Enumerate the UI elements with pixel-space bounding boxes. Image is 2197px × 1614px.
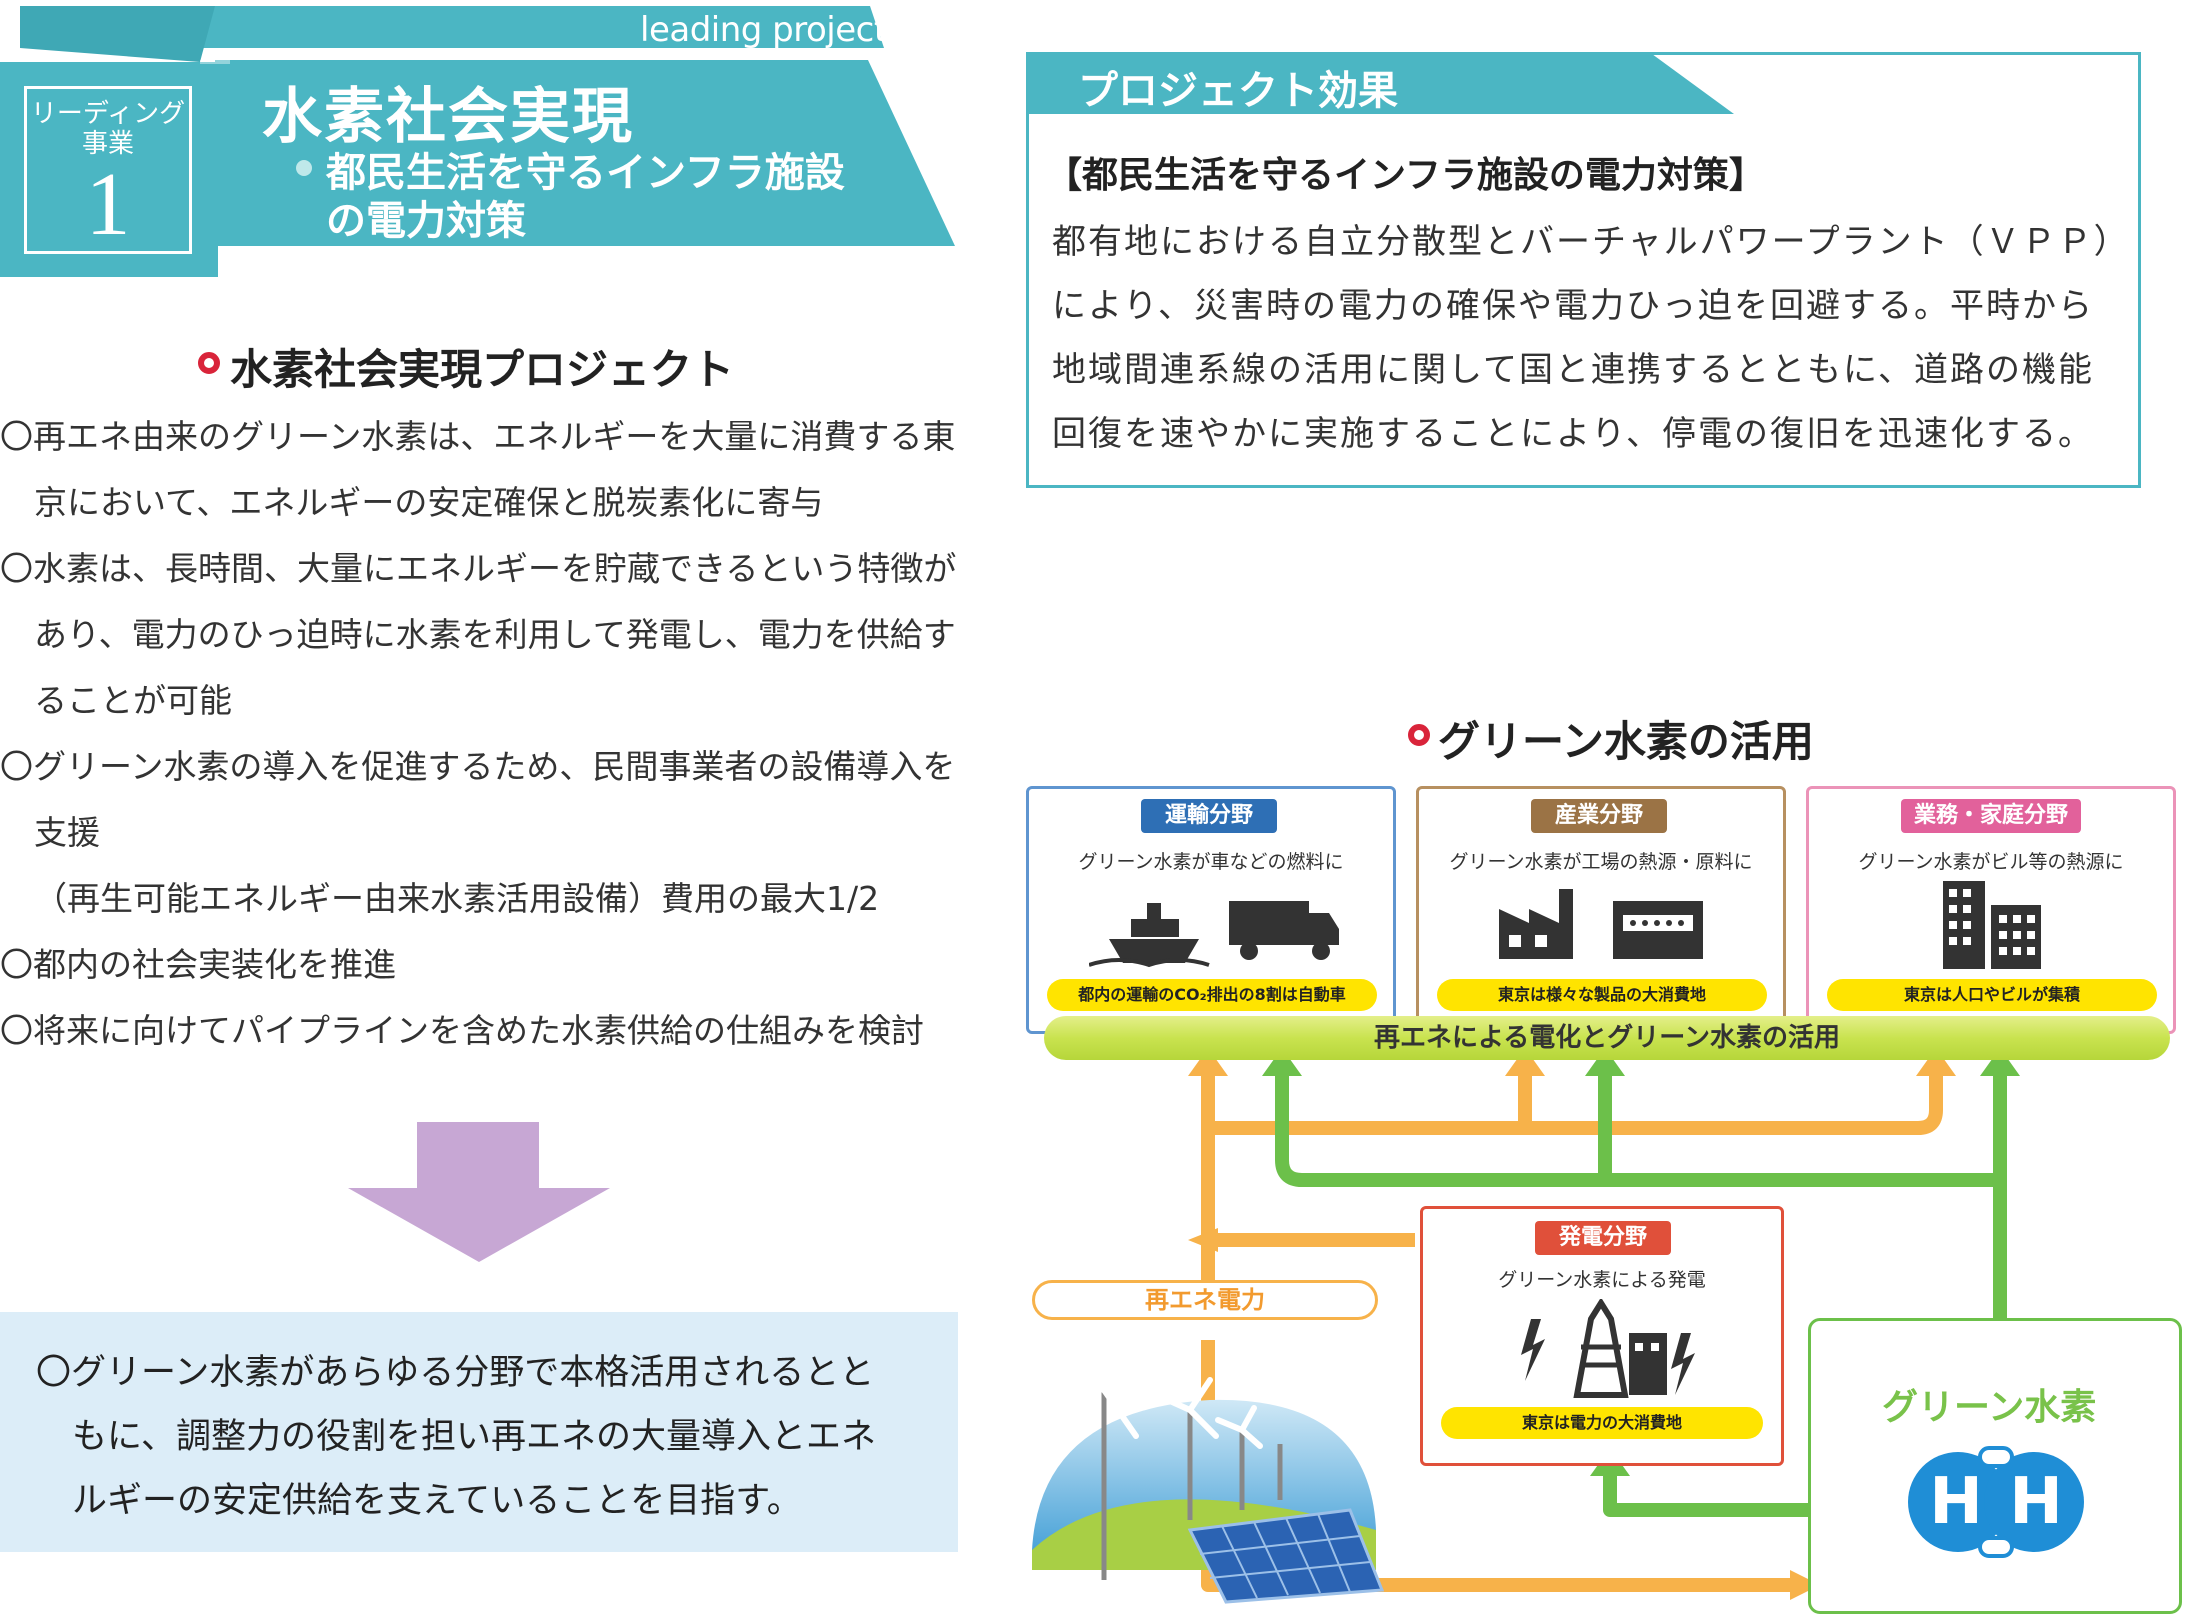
goal-line: もに、調整力の役割を担い再エネの大量導入とエネ [72, 1417, 876, 1457]
project-effect-title: プロジェクト効果 [1078, 67, 1398, 114]
section-bullet-icon [1408, 724, 1430, 746]
h-atom-right: H [2009, 1465, 2063, 1539]
diagram-heading: グリーン水素の活用 [1438, 717, 1814, 766]
factory-icon [1499, 889, 1703, 959]
household-tag: 業務・家庭分野 [1901, 799, 2081, 833]
electrification-band: 再エネによる電化とグリーン水素の活用 [1044, 1016, 2170, 1060]
project-effect-line: 回復を速やかに実施することにより、停電の復旧を迅速化する。 [1052, 414, 2094, 454]
body-line: 支援 [34, 813, 100, 852]
power-box: 発電分野 グリーン水素による発電 東京は電力の大消費地 [1420, 1206, 1784, 1466]
industry-pill: 東京は様々な製品の大消費地 [1437, 979, 1767, 1011]
transport-tag: 運輸分野 [1141, 799, 1277, 833]
body-line: （再生可能エネルギー由来水素活用設備）費用の最大1/2 [34, 879, 880, 918]
h-atom-left: H [1929, 1465, 1983, 1539]
power-sub: グリーン水素による発電 [1498, 1269, 1706, 1291]
bullet-dot-icon [296, 160, 312, 176]
transport-box: 運輸分野 グリーン水素が車などの燃料に 都内の運輸のCO₂排出の8割は自動車 [1026, 786, 1396, 1034]
leading-badge: リーディング 事業 1 [24, 86, 192, 254]
project-effect-heading: 【都民生活を守るインフラ施設の電力対策】 [1046, 154, 1765, 196]
industry-box: 産業分野 グリーン水素が工場の熱源・原料に 東京は様々な製品の大消費地 [1416, 786, 1786, 1034]
project-effect-line: 地域間連系線の活用に関して国と連携するとともに、道路の機能 [1052, 350, 2094, 390]
household-sub: グリーン水素がビル等の熱源に [1858, 851, 2124, 873]
project-effect-line: により、災害時の電力の確保や電力ひっ迫を回避する。平時から [1052, 286, 2094, 326]
body-line: あり、電力のひっ迫時に水素を利用して発電し、電力を供給す [34, 615, 956, 654]
project-effect-line: 都有地における自立分散型とバーチャルパワープラント（ＶＰＰ） [1052, 222, 2130, 262]
power-tag: 発電分野 [1535, 1221, 1671, 1255]
body-line: 〇都内の社会実装化を推進 [0, 945, 396, 984]
industry-sub: グリーン水素が工場の熱源・原料に [1449, 851, 1753, 873]
body-line: 〇再エネ由来のグリーン水素は、エネルギーを大量に消費する東 [0, 417, 956, 456]
goal-box: 〇グリーン水素があらゆる分野で本格活用されるとと もに、調整力の役割を担い再エネ… [0, 1312, 958, 1552]
power-plant-icon [1521, 1299, 1695, 1398]
hydrogen-molecule-icon: H H [1908, 1446, 2084, 1558]
green-hydrogen-label: グリーン水素 [1882, 1387, 2097, 1428]
household-pill: 東京は人口やビルが集積 [1827, 979, 2157, 1011]
transport-pill: 都内の運輸のCO₂排出の8割は自動車 [1047, 979, 1377, 1011]
page-subtitle-line2: の電力対策 [326, 197, 526, 244]
badge-line1: リーディング [30, 99, 186, 129]
section-bullet-icon [198, 352, 220, 374]
page-title: 水素社会実現 [262, 82, 634, 152]
left-section-heading: 水素社会実現プロジェクト [230, 345, 735, 394]
project-effect-box [1026, 52, 2141, 488]
header-banner [0, 6, 955, 277]
body-line: ることが可能 [34, 681, 232, 720]
leading-project-label: leading project. [640, 10, 897, 50]
renewable-landscape [1032, 1343, 1385, 1604]
building-icon [1943, 881, 2041, 969]
power-pill: 東京は電力の大消費地 [1441, 1407, 1763, 1439]
badge-line2: 事業 [81, 129, 134, 159]
body-line: 〇水素は、長時間、大量にエネルギーを貯蔵できるという特徴が [0, 549, 957, 588]
body-line: 京において、エネルギーの安定確保と脱炭素化に寄与 [34, 483, 824, 522]
body-line: 〇グリーン水素の導入を促進するため、民間事業者の設備導入を [0, 747, 956, 786]
transport-sub: グリーン水素が車などの燃料に [1078, 851, 1344, 873]
page-subtitle-line1: 都民生活を守るインフラ施設 [326, 149, 845, 196]
goal-line: 〇グリーン水素があらゆる分野で本格活用されるとと [36, 1353, 875, 1393]
down-arrow-icon [348, 1122, 610, 1262]
renewable-power-label: 再エネ電力 [1032, 1280, 1378, 1320]
badge-number: 1 [85, 155, 131, 254]
industry-tag: 産業分野 [1531, 799, 1667, 833]
ship-truck-icon [1089, 901, 1339, 968]
household-box: 業務・家庭分野 グリーン水素がビル等の熱源に 東京は人口やビルが集積 [1806, 786, 2176, 1034]
project-effect-tab [1028, 54, 1734, 114]
body-line: 〇将来に向けてパイプラインを含めた水素供給の仕組みを検討 [0, 1011, 924, 1050]
goal-line: ルギーの安定供給を支えていることを目指す。 [72, 1481, 802, 1521]
